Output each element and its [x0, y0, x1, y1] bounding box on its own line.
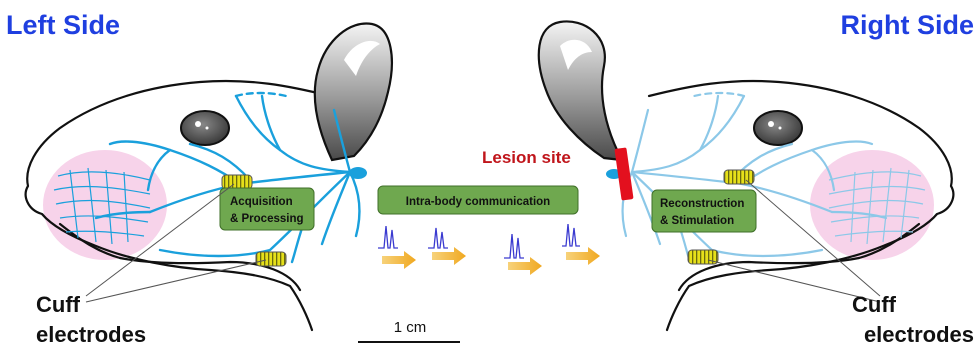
- left-ear: [315, 23, 392, 160]
- reconstruction-label-line2: & Stimulation: [660, 215, 734, 227]
- left-cuff-electrode-upper: [222, 175, 252, 189]
- scale-bar: 1 cm: [358, 319, 460, 342]
- right-eye: [754, 111, 802, 145]
- right-cuff-electrode-lower: [688, 250, 718, 264]
- intra-body-communication-box: Intra-body communication: [378, 186, 578, 214]
- pulse-4: [562, 224, 600, 265]
- left-cuff-electrode-lower: [256, 252, 286, 266]
- reconstruction-label-line1: Reconstruction: [660, 198, 744, 210]
- pulse-train: [378, 224, 600, 275]
- acquisition-processing-box: Acquisition & Processing: [220, 188, 314, 230]
- left-cuff-label-line2: electrodes: [36, 322, 146, 347]
- right-cuff-label-line2: electrodes: [864, 322, 974, 347]
- right-mouse-head: [539, 21, 953, 330]
- left-mouse-head: [26, 23, 392, 330]
- pulse-2: [428, 228, 466, 265]
- pulse-1: [378, 226, 416, 269]
- reconstruction-stimulation-box: Reconstruction & Stimulation: [652, 190, 756, 232]
- acquisition-label-line1: Acquisition: [230, 196, 293, 208]
- acquisition-label-line2: & Processing: [230, 213, 304, 225]
- lesion-site-label: Lesion site: [482, 148, 571, 167]
- intra-body-label: Intra-body communication: [406, 196, 550, 208]
- left-side-title: Left Side: [6, 10, 120, 40]
- right-side-title: Right Side: [841, 10, 975, 40]
- scale-bar-label: 1 cm: [394, 319, 427, 336]
- left-whisker-pad: [43, 150, 167, 260]
- pulse-3: [504, 234, 542, 275]
- right-whisker-pad: [810, 150, 934, 260]
- left-cuff-label-line1: Cuff: [36, 292, 81, 317]
- left-eye: [181, 111, 229, 145]
- right-cuff-electrode-upper: [724, 170, 754, 184]
- right-cuff-label-line1: Cuff: [852, 292, 897, 317]
